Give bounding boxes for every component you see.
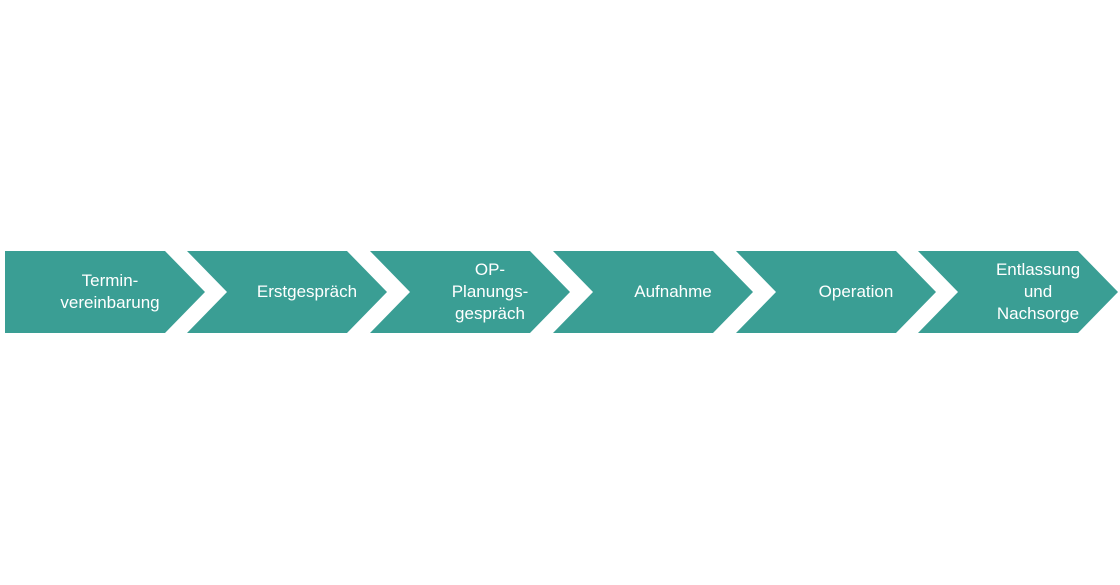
- step-aufnahme: Aufnahme: [553, 251, 753, 333]
- step-label: Termin- vereinbarung: [60, 271, 160, 312]
- step-erstgespraech: Erstgespräch: [187, 251, 387, 333]
- step-label: Operation: [818, 282, 894, 301]
- process-flow: Termin- vereinbarung Erstgespräch OP- Pl…: [0, 251, 1120, 333]
- step-label: Erstgespräch: [256, 282, 358, 301]
- step-op-planungsgespraech: OP- Planungs- gespräch: [370, 251, 570, 333]
- step-label: Aufnahme: [634, 282, 712, 301]
- step-operation: Operation: [736, 251, 936, 333]
- step-label: Entlassung und Nachsorge: [995, 260, 1081, 323]
- step-entlassung-und-nachsorge: Entlassung und Nachsorge: [918, 251, 1118, 333]
- step-label: OP- Planungs- gespräch: [451, 260, 529, 323]
- step-termin-vereinbarung: Termin- vereinbarung: [5, 251, 205, 333]
